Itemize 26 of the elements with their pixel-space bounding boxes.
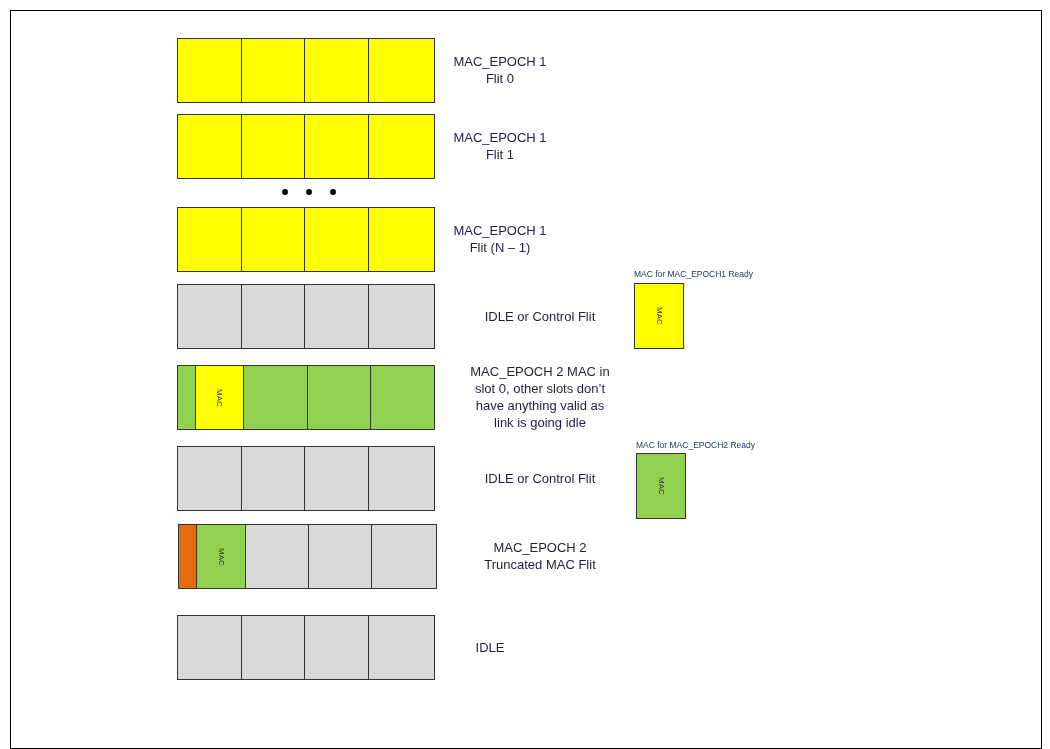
flit-caption: MAC_EPOCH 1 Flit 1: [452, 129, 548, 163]
mac-block: [634, 283, 684, 349]
flit-row: [177, 615, 435, 680]
block-caption: MAC for MAC_EPOCH2 Ready: [636, 440, 756, 450]
flit-row: [177, 365, 435, 430]
flit-caption: MAC_EPOCH 1 Flit (N – 1): [452, 222, 548, 256]
slot-label: MAC: [654, 307, 664, 325]
flit-caption: MAC_EPOCH 2 MAC in slot 0, other slots don’t have anything valid as link is going idle: [469, 363, 611, 431]
slot-label: MAC: [216, 547, 226, 566]
mac-slot: [195, 366, 245, 429]
flit-caption: IDLE: [474, 638, 506, 656]
flit-caption: IDLE or Control Flit: [483, 307, 597, 325]
flit-row: [177, 114, 435, 179]
flit-row: [177, 284, 435, 349]
slot-label: MAC: [215, 388, 225, 407]
flit-row: [177, 38, 435, 103]
block-caption: MAC for MAC_EPOCH1 Ready: [634, 269, 754, 279]
flit-caption: MAC_EPOCH 1 Flit 0: [452, 53, 548, 87]
mac-block: [636, 453, 686, 519]
slot-label: MAC: [656, 477, 666, 495]
flit-caption: MAC_EPOCH 2 Truncated MAC Flit: [483, 539, 597, 573]
flit-row: [177, 446, 435, 511]
flit-caption: IDLE or Control Flit: [483, 469, 597, 487]
flit-row: [177, 207, 435, 272]
mac-slot: [196, 525, 247, 588]
flit-row: [178, 524, 437, 589]
